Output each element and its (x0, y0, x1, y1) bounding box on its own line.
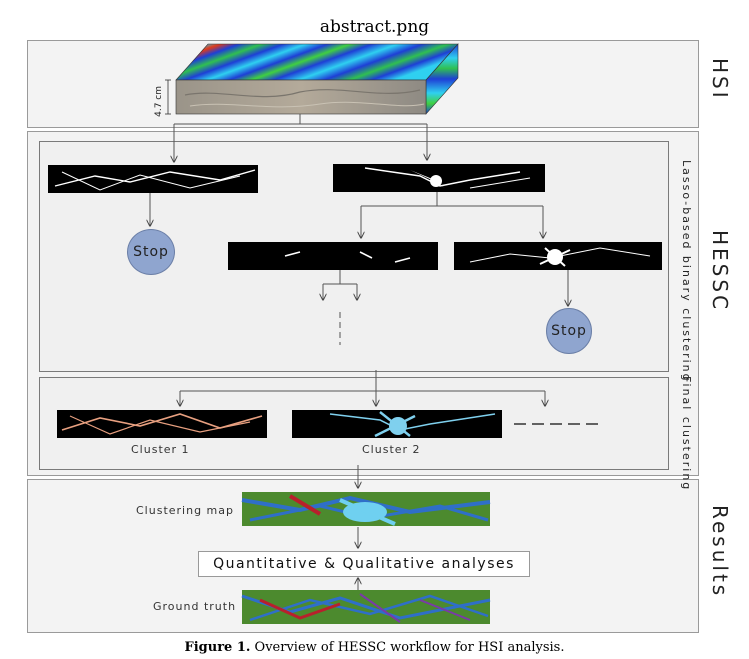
hessc-label: HESSC (708, 230, 732, 313)
binary-map-mid-left (228, 242, 438, 270)
hsi-label: HSI (708, 58, 732, 101)
figure-caption: Figure 1. Overview of HESSC workflow for… (0, 640, 749, 655)
clustering-map-label: Clustering map (136, 504, 234, 517)
binary-map-left-top (48, 165, 258, 193)
cluster1-label: Cluster 1 (131, 443, 190, 456)
dimension-label: 4.7 cm (154, 86, 164, 117)
final-clustering-label: Final clustering (680, 376, 693, 492)
figure-title: abstract.png (319, 17, 430, 37)
clustering-map-image (241, 492, 491, 526)
final-split-arrows (180, 370, 600, 425)
stop-label-left: Stop (133, 244, 169, 260)
ground-truth-label: Ground truth (153, 600, 237, 613)
results-label: Results (708, 505, 732, 599)
cluster1-map (57, 410, 267, 438)
continuation-arrows (323, 270, 357, 345)
cluster2-label: Cluster 2 (362, 443, 421, 456)
hsi-split-arrows (174, 114, 427, 162)
ground-truth-image (241, 590, 491, 624)
hsi-cube-image (165, 43, 459, 115)
lasso-clustering-label: Lasso-based binary clustering (680, 160, 693, 383)
cluster2-map (292, 410, 502, 438)
caption-text: Overview of HESSC workflow for HSI analy… (250, 640, 565, 655)
stop-label-right: Stop (551, 323, 587, 339)
binary-map-right-top (333, 164, 545, 192)
analyses-box: Quantitative & Qualitative analyses (198, 551, 530, 577)
stop-node-left: Stop (127, 229, 175, 275)
second-split-arrows (361, 192, 543, 238)
caption-bold: Figure 1. (184, 640, 251, 655)
analyses-label: Quantitative & Qualitative analyses (213, 556, 515, 572)
binary-map-mid-right (454, 242, 662, 270)
stop-node-right: Stop (546, 308, 592, 354)
